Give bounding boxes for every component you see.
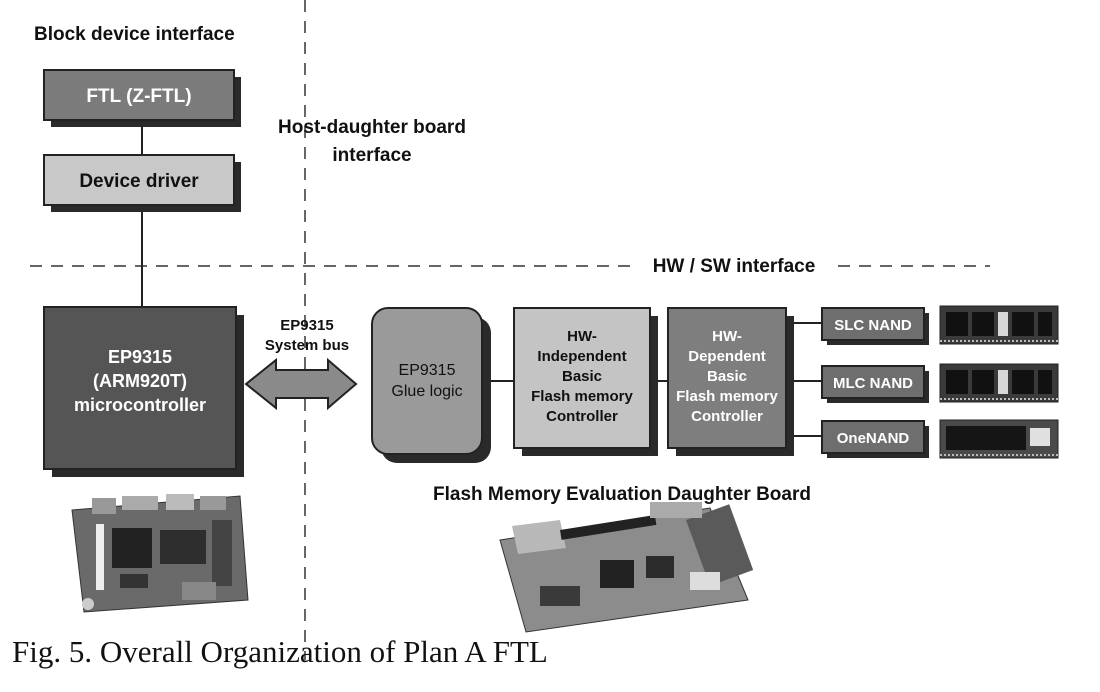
hw-independent-line3: Basic [562, 368, 602, 385]
hw-independent-line5: Controller [546, 408, 618, 425]
microcontroller-label-line2: (ARM920T) [93, 371, 187, 391]
glue-logic-label-line2: Glue logic [391, 383, 462, 400]
slc-nand-label: SLC NAND [834, 317, 912, 334]
hw-dependent-line3: Basic [707, 368, 747, 385]
mlc-nand-label: MLC NAND [833, 375, 913, 392]
onenand-box [821, 420, 925, 454]
hw-independent-block [513, 307, 651, 449]
block-device-interface-label: Block device interface [34, 24, 235, 45]
hw-dependent-line5: Controller [691, 408, 763, 425]
system-bus-arrow [244, 357, 358, 411]
slc-nand-box [821, 307, 925, 341]
slc-nand-module-photo [939, 305, 1059, 345]
mlc-nand-module-photo [939, 363, 1059, 403]
system-bus-label-line2: System bus [265, 337, 349, 354]
mlc-nand-box [821, 365, 925, 399]
glue-logic-block [371, 307, 483, 455]
hw-dependent-line4: Flash memory [676, 388, 778, 405]
hw-dependent-block [667, 307, 787, 449]
hw-independent-line2: Independent [537, 348, 626, 365]
microcontroller-block [43, 306, 237, 470]
hw-sw-interface-label: HW / SW interface [653, 256, 816, 277]
main-board-photo [71, 494, 249, 613]
microcontroller-label-line3: microcontroller [74, 395, 206, 415]
host-daughter-label-line2: interface [332, 145, 411, 166]
daughter-board-photo [499, 502, 754, 633]
ftl-block [43, 69, 235, 121]
system-bus-label-line1: EP9315 [280, 317, 333, 334]
daughter-board-title: Flash Memory Evaluation Daughter Board [433, 484, 811, 505]
host-daughter-label-line1: Host-daughter board [278, 117, 466, 138]
ftl-label: FTL (Z-FTL) [86, 86, 191, 107]
device-driver-block [43, 154, 235, 206]
hw-independent-line1: HW- [567, 328, 597, 345]
hw-independent-line4: Flash memory [531, 388, 633, 405]
hw-dependent-line1: HW- [712, 328, 742, 345]
glue-logic-label-line1: EP9315 [399, 362, 456, 379]
onenand-label: OneNAND [837, 430, 910, 447]
device-driver-label: Device driver [79, 171, 199, 192]
onenand-module-photo [939, 419, 1059, 459]
microcontroller-label-line1: EP9315 [108, 347, 172, 367]
hw-dependent-line2: Dependent [688, 348, 766, 365]
figure-caption: Fig. 5. Overall Organization of Plan A F… [12, 634, 548, 669]
